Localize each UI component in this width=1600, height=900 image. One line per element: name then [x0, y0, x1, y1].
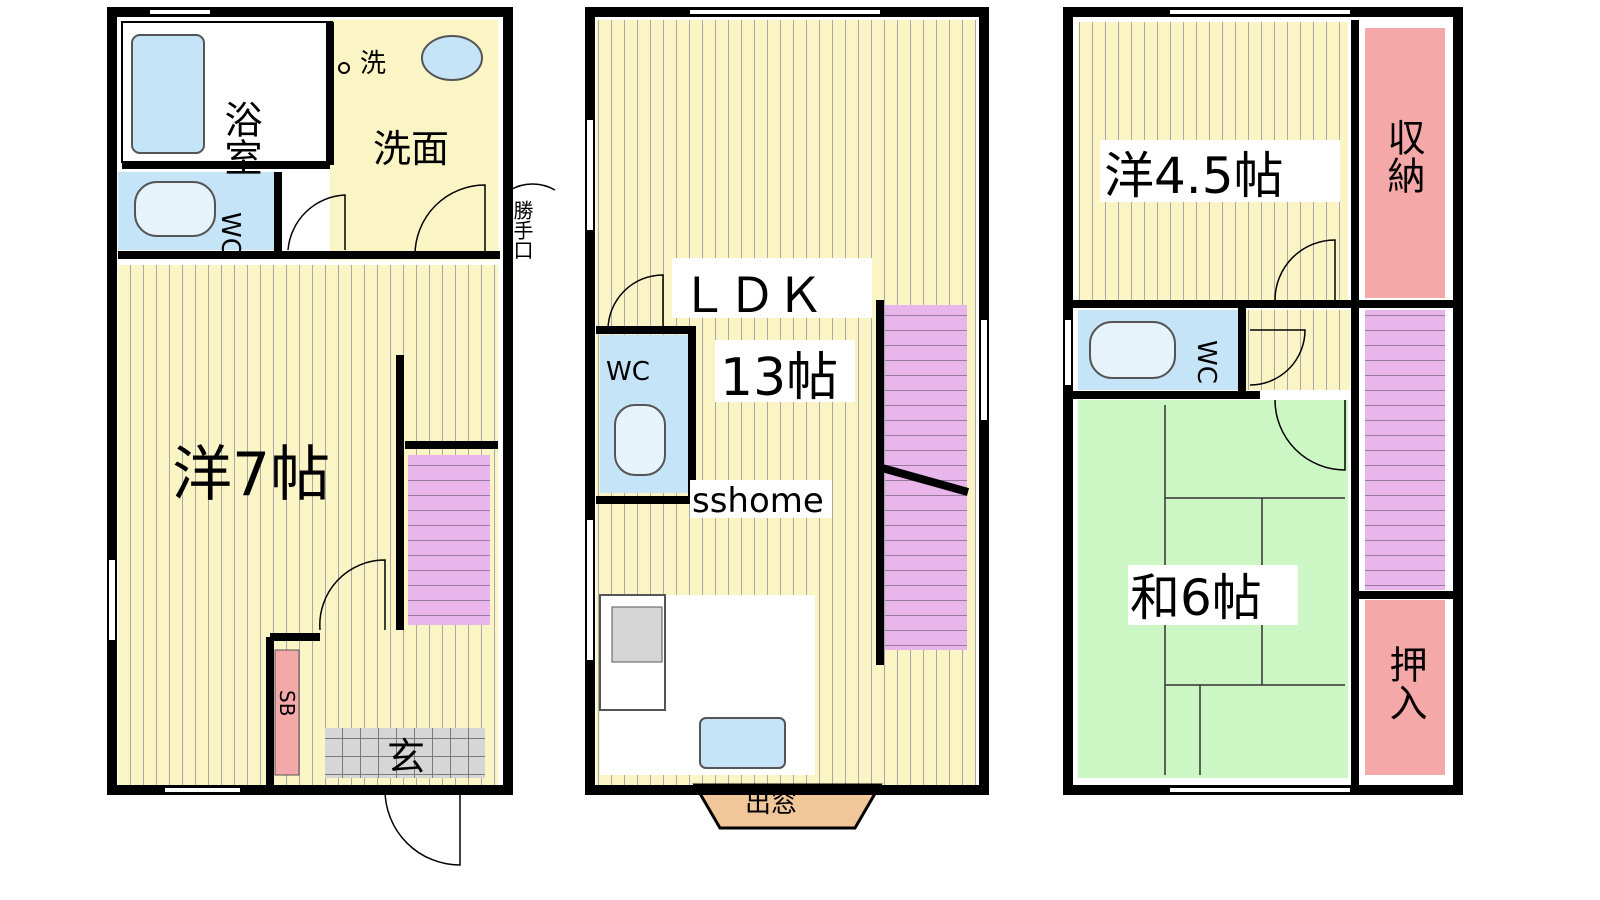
floor3-room-western-label: 洋4.5帖 — [1104, 147, 1284, 205]
floor2-toilet-fixture — [614, 404, 666, 476]
floor3-stairs — [1365, 310, 1445, 590]
floor3-labels: 洋4.5帖 収納 WC 和6帖 押入 — [1100, 118, 1427, 721]
floor3-toilet-label: WC — [1191, 340, 1221, 384]
stove — [611, 606, 663, 663]
floor2-stairs-upper — [885, 305, 967, 480]
watermark-label: sshome — [692, 481, 824, 521]
closet-label: 収納 — [1381, 118, 1425, 194]
floor1-room-label: 洋7帖 — [172, 440, 330, 510]
ldk-size-backdrop — [715, 340, 855, 402]
floor2-toilet-label: WC — [606, 357, 650, 387]
bay-window-label: 出窓 — [745, 789, 797, 819]
bathtub — [131, 34, 205, 154]
ldk-size-label: 13帖 — [720, 348, 838, 408]
washer-label: 洗 — [360, 49, 386, 79]
ldk-label-backdrop — [672, 258, 872, 318]
entrance-label: 玄 — [387, 735, 425, 779]
floor3-closet — [1365, 28, 1445, 298]
floor2-labels: ＬＤＫ 13帖 WC sshome 出窓 — [606, 258, 872, 819]
floor2-plan — [585, 7, 989, 830]
ldk-label: ＬＤＫ — [680, 268, 824, 324]
toilet-fixture — [134, 181, 216, 237]
floor1-plan — [107, 7, 556, 866]
watermark-backdrop — [690, 480, 832, 518]
genkan-tile — [325, 728, 485, 778]
kitchen-sink — [699, 717, 786, 769]
bathroom-label: 浴室 — [218, 100, 262, 176]
washer-drain — [338, 62, 350, 74]
floor3-jroom-label-backdrop — [1128, 565, 1298, 625]
floor3-room-japanese-label: 和6帖 — [1130, 569, 1262, 627]
shoe-box — [274, 649, 300, 776]
floor1-toilet-label: WC — [215, 212, 245, 256]
shoe-box-label: SB — [275, 690, 299, 716]
floor2-stairs-lower — [885, 480, 967, 650]
floor3-toilet-fixture — [1089, 321, 1176, 379]
back-door-label: 勝手口 — [510, 200, 534, 260]
wash-area-label: 洗面 — [373, 127, 449, 171]
washbasin — [421, 35, 483, 81]
floor1-stairs — [408, 455, 490, 625]
oshiire-label: 押入 — [1383, 645, 1427, 721]
floor3-room-label-backdrop — [1100, 140, 1340, 202]
floor3-hall — [1240, 310, 1350, 390]
floor3-oshiire — [1365, 600, 1445, 775]
floor1-labels: 浴室 洗面 洗 WC 勝手口 洋7帖 SB 玄 — [172, 49, 534, 779]
